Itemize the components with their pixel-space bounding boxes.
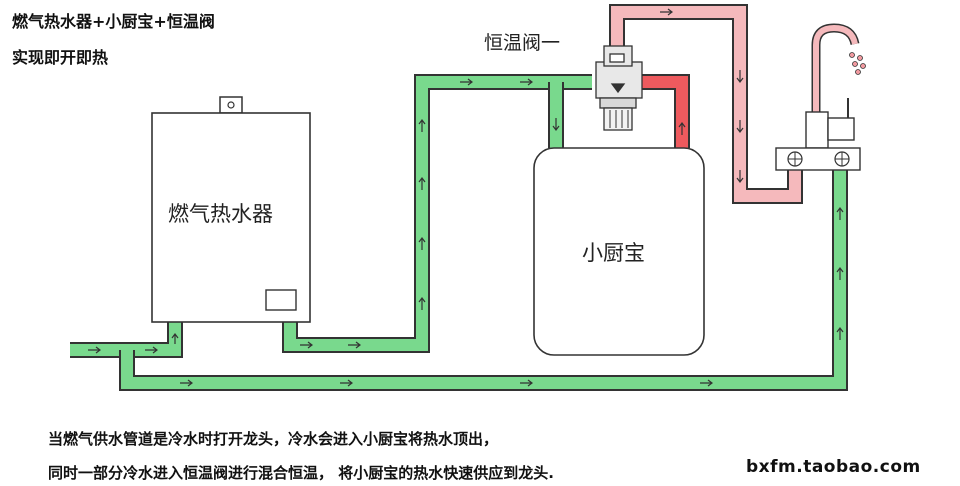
valve-label: 恒温阀一	[484, 32, 561, 54]
water-heater-label: 燃气热水器	[168, 202, 273, 226]
caption-line-1: 当燃气供水管道是冷水时打开龙头，冷水会进入小厨宝将热水顶出，	[48, 430, 499, 448]
hot-pipe	[640, 74, 690, 148]
faucet	[775, 23, 866, 171]
caption-line-2: 同时一部分冷水进入恒温阀进行混合恒温， 将小厨宝的热水快速供应到龙头.	[48, 464, 554, 482]
thermostatic-valve	[595, 45, 643, 131]
flow-arrows	[88, 8, 844, 387]
water-heater	[151, 96, 311, 323]
kitchen-heater-label: 小厨宝	[582, 241, 645, 265]
title-line-1: 燃气热水器+小厨宝+恒温阀	[12, 12, 215, 31]
kitchen-heater	[533, 147, 705, 356]
title-line-2: 实现即开即热	[12, 48, 109, 67]
website-label: bxfm.taobao.com	[746, 457, 921, 477]
